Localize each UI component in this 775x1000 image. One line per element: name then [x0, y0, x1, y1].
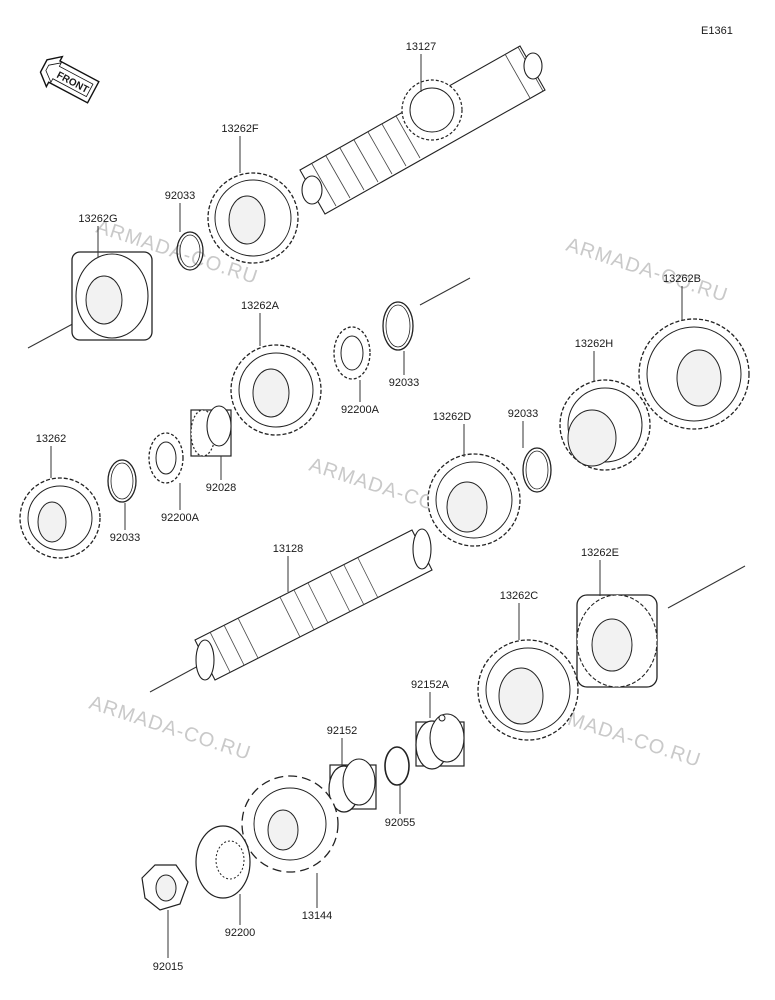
part-label-13128[interactable]: 13128 — [273, 543, 304, 555]
gear-13262F — [207, 172, 299, 264]
watermark-2: ARMADA-CO.RU — [563, 234, 730, 307]
part-label-13127[interactable]: 13127 — [406, 41, 437, 53]
part-label-92028[interactable]: 92028 — [206, 482, 237, 494]
assembly-axis-lines — [27, 277, 746, 693]
part-label-13262[interactable]: 13262 — [36, 433, 67, 445]
front-arrow-icon: FRONT — [39, 55, 100, 104]
part-label-92033[interactable]: 92033 — [165, 190, 196, 202]
part-label-92152A[interactable]: 92152A — [411, 679, 450, 691]
part-label-13262E[interactable]: 13262E — [581, 547, 619, 559]
gear-13262E — [576, 594, 658, 688]
part-labels: 13127 13262F 92033 13262G 13262A 92200A … — [36, 41, 701, 973]
circlip-92033-a — [176, 231, 204, 271]
circlip-92033-c — [522, 447, 552, 493]
watermark-4: ARMADA-CO.RU — [86, 692, 253, 765]
shaft-13127 — [299, 45, 546, 215]
circlip-92033-d — [107, 459, 137, 503]
gear-13262H — [559, 379, 651, 471]
gear-13262A — [230, 344, 322, 436]
collar-92152A — [415, 713, 465, 770]
part-label-13262G[interactable]: 13262G — [78, 213, 117, 225]
part-label-13262H[interactable]: 13262H — [575, 338, 614, 350]
gear-13262C — [477, 639, 579, 741]
watermarks: ARMADA-CO.RU ARMADA-CO.RU ARMADA-CO.RU A… — [86, 216, 730, 772]
part-label-13262B[interactable]: 13262B — [663, 273, 701, 285]
needle-bearing-92028 — [190, 405, 232, 457]
part-label-92033[interactable]: 92033 — [110, 532, 141, 544]
part-label-13262D[interactable]: 13262D — [433, 411, 472, 423]
part-label-92200A[interactable]: 92200A — [161, 512, 200, 524]
part-label-92200[interactable]: 92200 — [225, 927, 256, 939]
part-label-92200A[interactable]: 92200A — [341, 404, 380, 416]
o-ring-92055 — [384, 746, 410, 786]
sprocket-13144 — [241, 775, 339, 873]
shaft-13128 — [194, 528, 433, 681]
part-label-13144[interactable]: 13144 — [302, 910, 333, 922]
diagram-code: E1361 — [701, 25, 733, 37]
part-label-92033[interactable]: 92033 — [389, 377, 420, 389]
part-label-92015[interactable]: 92015 — [153, 961, 184, 973]
part-label-92033[interactable]: 92033 — [508, 408, 539, 420]
part-label-13262C[interactable]: 13262C — [500, 590, 539, 602]
part-label-13262A[interactable]: 13262A — [241, 300, 280, 312]
washer-92200 — [195, 825, 251, 899]
washer-92200A-a — [333, 326, 371, 380]
nut-92015 — [141, 864, 189, 911]
gear-13262 — [19, 477, 101, 559]
part-label-13262F[interactable]: 13262F — [221, 123, 259, 135]
gear-13262G — [71, 251, 153, 341]
gear-13262B — [638, 318, 750, 430]
circlip-92033-b — [382, 301, 414, 351]
collar-92152 — [328, 758, 377, 813]
leader-lines — [50, 54, 683, 958]
part-label-92152[interactable]: 92152 — [327, 725, 358, 737]
part-label-92055[interactable]: 92055 — [385, 817, 416, 829]
gear-13262D — [427, 453, 521, 547]
washer-92200A-b — [148, 432, 184, 484]
